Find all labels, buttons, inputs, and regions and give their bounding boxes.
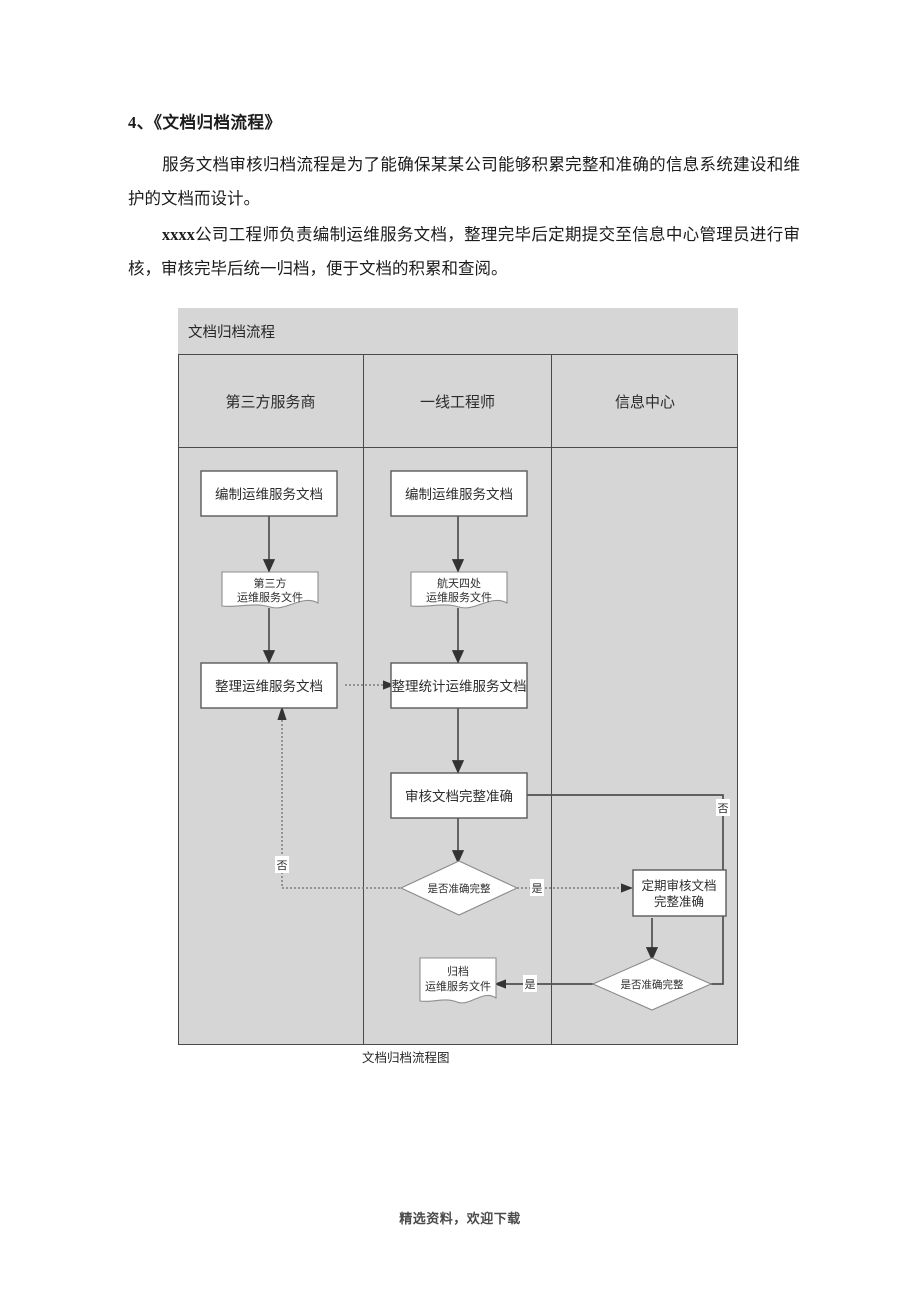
flowchart-lane-body	[178, 448, 738, 1045]
lane-column-third-party	[178, 448, 364, 1045]
lane-header-frontline-engineer: 一线工程师	[364, 355, 552, 447]
flowchart: 文档归档流程 第三方服务商 一线工程师 信息中心	[178, 308, 738, 1045]
flowchart-lane-headers: 第三方服务商 一线工程师 信息中心	[178, 355, 738, 448]
paragraph-1: 服务文档审核归档流程是为了能确保某某公司能够积累完整和准确的信息系统建设和维护的…	[128, 148, 800, 216]
paragraph-2-bold-prefix: xxxx	[161, 225, 195, 245]
section-heading: 4、《文档归档流程》	[128, 113, 282, 132]
flowchart-caption: 文档归档流程图	[362, 1051, 450, 1065]
paragraph-2: xxxx公司工程师负责编制运维服务文档，整理完毕后定期提交至信息中心管理员进行审…	[128, 218, 800, 286]
document-text-block: 4、《文档归档流程》 服务文档审核归档流程是为了能确保某某公司能够积累完整和准确…	[128, 110, 800, 288]
lane-column-information-center	[552, 448, 738, 1045]
page-footer: 精选资料，欢迎下载	[399, 1211, 521, 1226]
paragraph-2-text: 公司工程师负责编制运维服务文档，整理完毕后定期提交至信息中心管理员进行审核，审核…	[128, 225, 800, 278]
lane-column-frontline-engineer	[364, 448, 552, 1045]
lane-header-information-center: 信息中心	[614, 394, 675, 411]
lane-header-third-party: 第三方服务商	[178, 355, 364, 447]
flowchart-title: 文档归档流程	[178, 308, 738, 355]
paragraph-1-text: 服务文档审核归档流程是为了能确保某某公司能够积累完整和准确的信息系统建设和维护的…	[128, 155, 800, 209]
